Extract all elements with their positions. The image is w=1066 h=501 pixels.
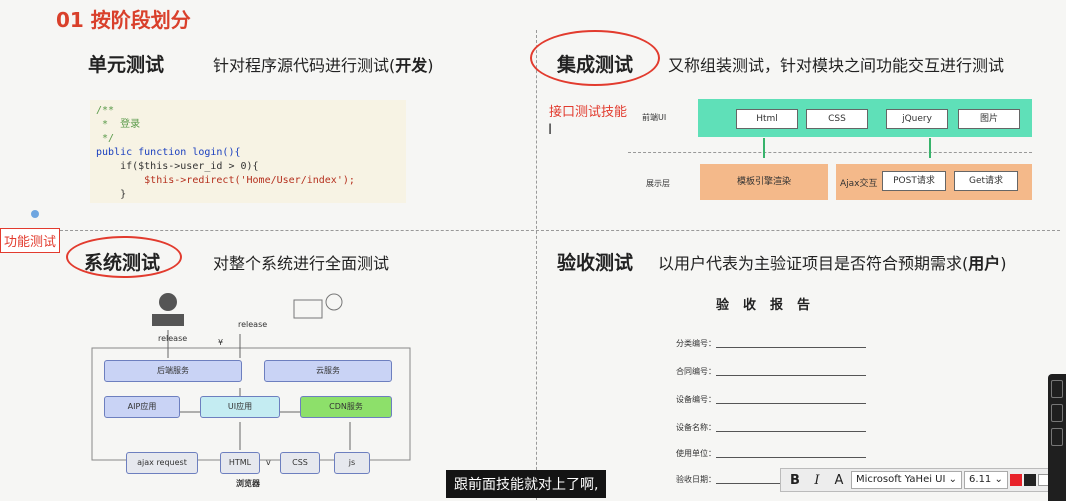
code-line: $this->redirect('Home/User/index'); [96, 175, 355, 186]
post-box: POST请求 [882, 171, 946, 191]
system-diagram: release release ¥ 后端服务 云服务 AIP应用 UI应用 CD… [90, 288, 420, 488]
cloud-service-box: 云服务 [264, 360, 392, 382]
highlight-circle [530, 30, 660, 86]
code-line: /** [96, 105, 115, 116]
frontend-diagram: 前端UI Html CSS jQuery 图片 展示层 模板引擎渲染 Ajax交… [560, 96, 1032, 208]
css-box: CSS [806, 109, 868, 129]
italic-button[interactable]: I [814, 472, 820, 488]
release-label: release [158, 334, 188, 343]
html-box: Html [736, 109, 798, 129]
backend-service-box: 后端服务 [104, 360, 242, 382]
bold-button[interactable]: B [790, 472, 800, 488]
functional-test-tag: 功能测试 [0, 228, 61, 253]
interface-test-annotation: 接口测试技能 [549, 105, 628, 120]
highlight-circle [66, 236, 182, 278]
ui-app-box: UI应用 [200, 396, 280, 418]
unit-test-title: 单元测试 [88, 54, 165, 76]
js-node-box: js [334, 452, 370, 474]
report-field: 设备名称： [676, 422, 866, 433]
aip-app-box: AIP应用 [104, 396, 180, 418]
acceptance-test-desc: 以用户代表为主验证项目是否符合预期需求(用户) [658, 254, 1007, 273]
vertical-divider [536, 30, 537, 500]
desk-icon [293, 299, 323, 319]
code-snippet: /** * 登录 */ public function login(){ if(… [90, 100, 406, 203]
css-node-box: CSS [280, 452, 320, 474]
horizontal-divider [60, 230, 1060, 231]
arrow-down [763, 138, 765, 158]
user-icon-body [152, 314, 184, 326]
jquery-box: jQuery [886, 109, 948, 129]
diagram-divider [628, 152, 1032, 153]
font-size-select[interactable]: 6.11 ⌄ [964, 471, 1008, 489]
arrow-down [929, 138, 931, 158]
get-box: Get请求 [954, 171, 1018, 191]
pointer-dot [31, 210, 39, 218]
unit-test-desc: 针对程序源代码进行测试(开发) [213, 56, 434, 75]
format-toolbar: B I A Microsoft YaHei UI ⌄ 6.11 ⌄ [780, 468, 1066, 492]
report-field: 分类编号： [676, 338, 866, 349]
admin-icon [325, 293, 343, 311]
code-line: } [96, 189, 127, 200]
code-line: * 登录 [96, 119, 141, 130]
system-test-title: 系统测试 [84, 252, 161, 274]
record-icon[interactable] [1051, 380, 1063, 398]
report-field: 设备编号： [676, 394, 866, 405]
video-subtitle: 跟前面技能就对上了啊, [446, 470, 607, 498]
page-heading: 01 按阶段划分 [56, 8, 191, 32]
font-family-select[interactable]: Microsoft YaHei UI ⌄ [851, 471, 963, 489]
text-cursor-icon: I [548, 122, 553, 138]
chevron-down-icon: ⌄ [994, 474, 1003, 485]
code-line: */ [96, 133, 115, 144]
system-diagram-lines [91, 293, 411, 461]
code-line: public function login(){ [96, 147, 241, 158]
row2-label: 展示层 [646, 179, 670, 188]
image-box: 图片 [958, 109, 1020, 129]
side-tool-panel [1048, 374, 1066, 501]
row1-label: 前端UI [642, 113, 667, 122]
cdn-service-box: CDN服务 [300, 396, 392, 418]
integration-test-desc: 又称组装测试，针对模块之间功能交互进行测试 [668, 56, 1005, 75]
report-field: 使用单位： [676, 448, 866, 459]
html-node-box: HTML [220, 452, 260, 474]
color-swatch-black[interactable] [1023, 474, 1036, 486]
arrow-label: v [266, 458, 271, 467]
acceptance-report: 验收报告 分类编号： 合同编号： 设备编号： 设备名称： 使用单位： 验收日期： [676, 288, 906, 498]
color-swatch-red[interactable] [1009, 474, 1022, 486]
font-style-icon[interactable]: A [834, 472, 844, 488]
ajax-request-box: ajax request [126, 452, 198, 474]
user-icon [159, 293, 177, 311]
report-title: 验收报告 [716, 298, 825, 313]
yen-label: ¥ [218, 338, 224, 347]
integration-test-title: 集成测试 [557, 54, 634, 76]
template-render-box: 模板引擎渲染 [700, 164, 828, 200]
system-test-desc: 对整个系统进行全面测试 [213, 254, 390, 273]
ajax-label: Ajax交互 [840, 179, 878, 189]
refresh-icon[interactable] [1051, 404, 1063, 422]
acceptance-test-title: 验收测试 [557, 252, 634, 274]
video-icon[interactable] [1051, 428, 1063, 446]
release-label: release [238, 320, 268, 329]
chevron-down-icon: ⌄ [948, 474, 958, 485]
browser-label: 浏览器 [236, 479, 260, 488]
report-field: 合同编号： [676, 366, 866, 377]
code-line: if($this->user_id > 0){ [96, 161, 259, 172]
